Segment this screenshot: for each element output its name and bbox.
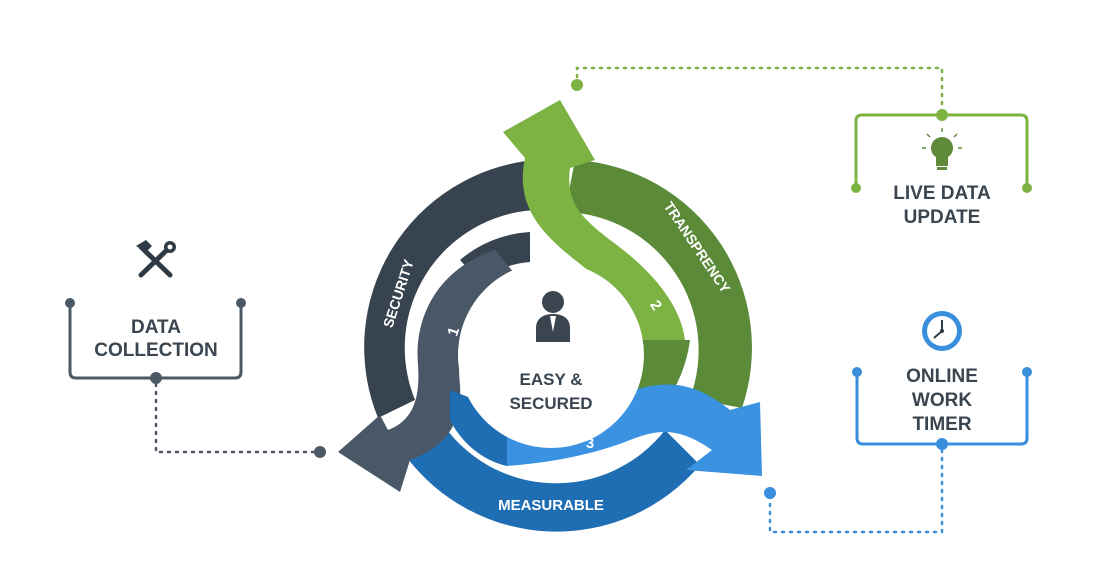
clock-icon xyxy=(922,311,962,351)
live-data-line1: LIVE DATA xyxy=(893,183,991,204)
center-circle xyxy=(458,262,644,448)
security-ring xyxy=(364,160,535,418)
transparency-inner-arrow xyxy=(503,100,685,340)
work-timer-connector xyxy=(768,448,944,534)
center-title-line1: EASY & xyxy=(520,370,583,389)
work-timer-line2: WORK xyxy=(912,390,972,411)
lightbulb-icon xyxy=(922,128,962,170)
measurable-label: MEASURABLE xyxy=(498,497,604,514)
center-title-line2: SECURED xyxy=(509,394,592,413)
data-collection-connector xyxy=(154,382,320,454)
segment-3-number: 3 xyxy=(586,435,594,452)
live-data-connector xyxy=(575,66,944,114)
live-data-line2: UPDATE xyxy=(904,207,981,228)
work-timer-line1: ONLINE xyxy=(906,366,978,387)
work-timer-line3: TIMER xyxy=(912,414,971,435)
online-work-timer-callout: ONLINE WORK TIMER xyxy=(764,311,1032,534)
live-data-update-callout: LIVE DATA UPDATE xyxy=(571,66,1032,228)
data-collection-line1: DATA xyxy=(131,317,181,338)
data-collection-line2: COLLECTION xyxy=(94,340,218,361)
data-collection-callout: DATA COLLECTION xyxy=(65,240,326,458)
transparency-ring xyxy=(565,160,752,408)
measurable-ring xyxy=(405,420,700,532)
user-icon xyxy=(536,291,570,342)
